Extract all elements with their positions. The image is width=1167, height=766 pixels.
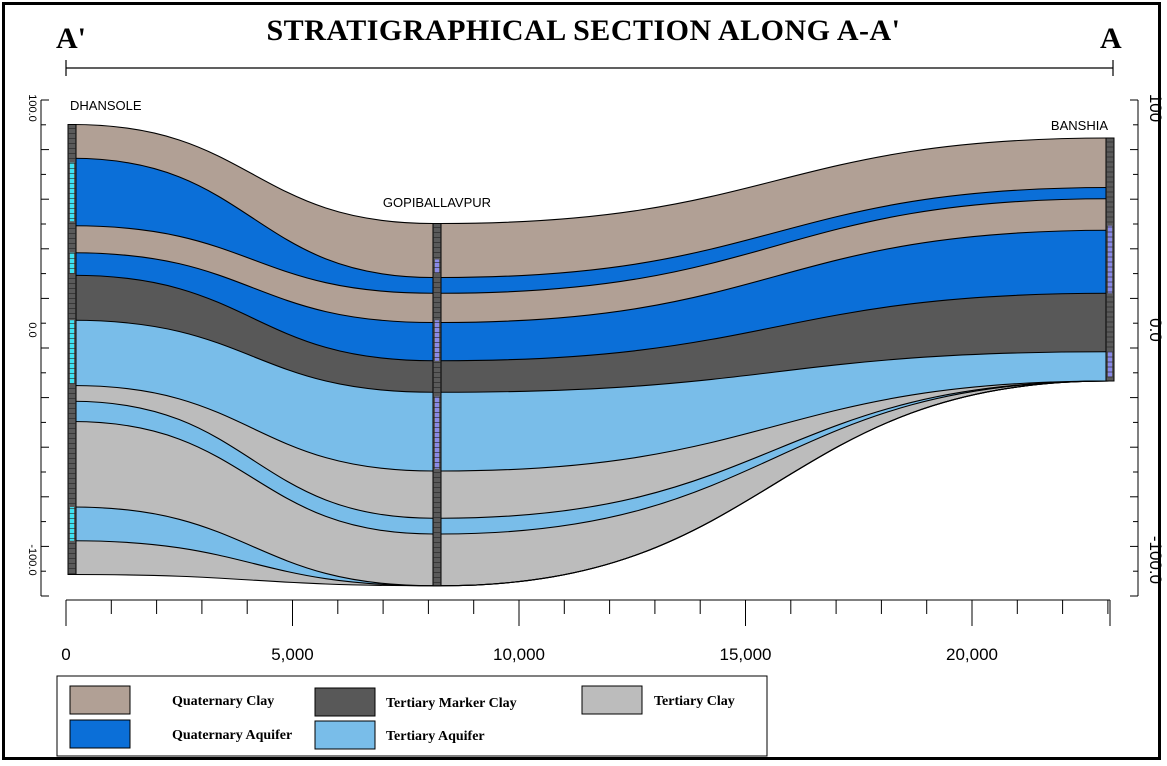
legend-swatch-tertiary-aquifer — [314, 720, 376, 750]
layer-tertiary-aquifer — [72, 320, 1110, 471]
distance-tick-label: 10,000 — [493, 645, 545, 664]
borehole-banshia-screen — [1108, 225, 1112, 294]
left-elevation-label: 100.0 — [26, 94, 38, 122]
layer-boundary-line — [71, 380, 1111, 519]
borehole-dhansole-screen — [70, 162, 74, 222]
legend-swatch-tertiary-clay — [581, 685, 643, 715]
right-elevation-label: -100.0 — [1146, 536, 1165, 584]
borehole-banshia-screen — [1108, 351, 1112, 377]
legend-label-tertiary-aquifer: Tertiary Aquifer — [386, 729, 485, 744]
legend-swatch-tertiary-marker-clay — [314, 687, 376, 717]
layer-boundary-line — [71, 274, 1111, 362]
distance-tick-label: 5,000 — [271, 645, 314, 664]
layer-quaternary-aquifer — [72, 230, 1110, 361]
legend-label-quaternary-clay: Quaternary Clay — [172, 694, 274, 709]
legend-box — [56, 675, 768, 757]
well-name-gopiballavpur: GOPIBALLAVPUR — [383, 195, 491, 210]
legend-label-tertiary-clay: Tertiary Clay — [654, 694, 735, 709]
well-name-dhansole: DHANSOLE — [70, 98, 142, 113]
distance-tick-label: 0 — [61, 645, 70, 664]
right-elevation-label: 0.0 — [1146, 318, 1165, 342]
layer-boundary-line — [71, 157, 1111, 279]
borehole-gopiballavpur-screen — [435, 320, 439, 361]
well-name-banshia: BANSHIA — [1051, 118, 1108, 133]
layer-boundary-line — [71, 123, 1111, 225]
right-elevation-label: 100 — [1146, 94, 1165, 122]
page-title: STRATIGRAPHICAL SECTION ALONG A-A' — [266, 14, 901, 47]
borehole-dhansole-screen — [70, 320, 74, 384]
layer-tertiary-clay — [72, 381, 1110, 586]
borehole-dhansole-screen — [70, 507, 74, 541]
layer-boundary-line — [71, 380, 1111, 587]
legend-label-quaternary-aquifer: Quaternary Aquifer — [172, 728, 292, 743]
layer-tertiary-clay — [72, 381, 1110, 519]
legend-swatch-quaternary-clay — [69, 685, 131, 715]
legend-label-tertiary-marker-clay: Tertiary Marker Clay — [386, 696, 517, 711]
layer-boundary-line — [71, 319, 1111, 393]
left-elevation-label: 0.0 — [26, 322, 38, 337]
legend-swatch-quaternary-aquifer — [69, 719, 131, 749]
distance-tick-label: 20,000 — [946, 645, 998, 664]
left-elevation-label: -100.0 — [26, 544, 38, 575]
layer-boundary-line — [71, 380, 1111, 472]
borehole-dhansole-screen — [70, 252, 74, 273]
layer-boundary-line — [71, 198, 1111, 294]
section-end-label: A — [1100, 22, 1122, 55]
borehole-gopiballavpur-screen — [435, 259, 439, 273]
layer-quaternary-clay — [72, 198, 1110, 323]
layer-boundary-line — [71, 229, 1111, 324]
layer-tertiary-clay — [72, 381, 1110, 586]
section-start-label: A' — [56, 22, 86, 55]
layer-boundary-line — [71, 380, 1111, 535]
distance-tick-label: 15,000 — [720, 645, 772, 664]
